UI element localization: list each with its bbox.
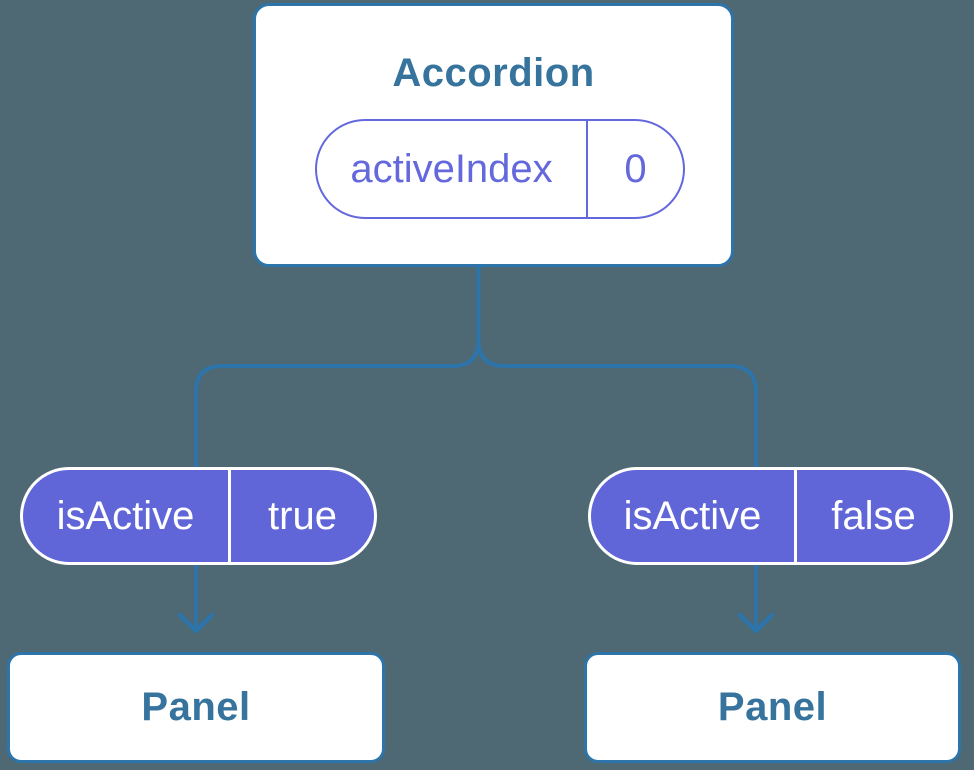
prop-pill-name: isActive [23,470,231,562]
state-pill-name: activeIndex [317,121,588,217]
prop-pill-isactive-false: isActive false [588,467,953,565]
prop-pill-name: isActive [591,470,797,562]
down-arrow-icon [177,612,215,634]
accordion-component-card: Accordion activeIndex 0 [253,3,734,267]
panel-component-card-right: Panel [584,652,961,763]
connector-right [476,260,758,631]
panel-component-card-left: Panel [7,652,385,763]
state-pill-value: 0 [624,146,647,191]
prop-pill-value: false [831,493,916,538]
panel-title: Panel [141,685,251,729]
accordion-title: Accordion [392,51,595,95]
prop-pill-isactive-true: isActive true [20,467,377,565]
down-arrow-icon [737,612,775,634]
panel-title: Panel [717,685,828,729]
state-pill-activeindex: activeIndex 0 [315,119,685,219]
connector-left [194,260,481,631]
prop-pill-value: true [268,493,337,538]
